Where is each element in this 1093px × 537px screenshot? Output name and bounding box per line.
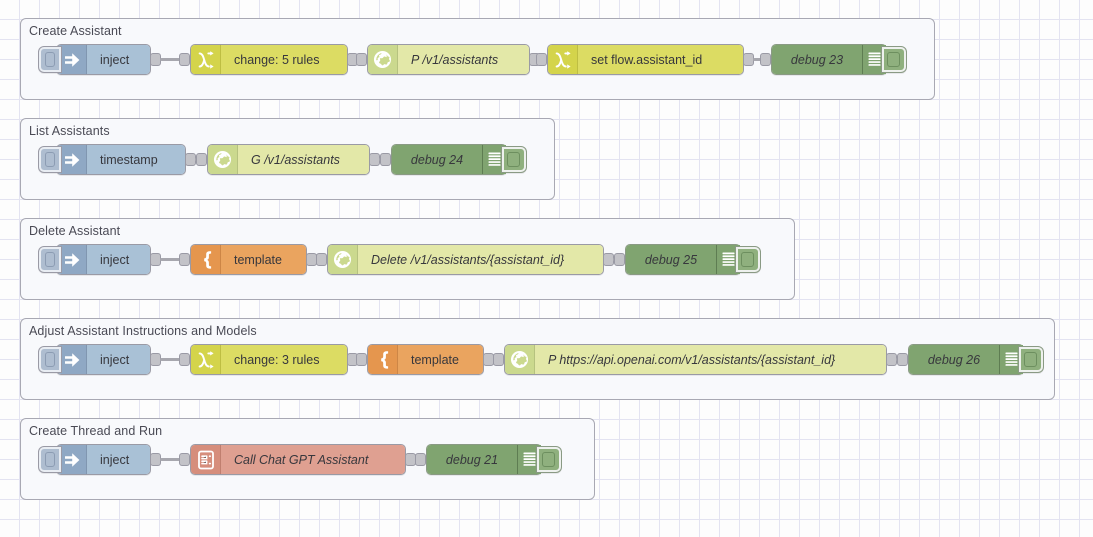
- node-debug[interactable]: debug 26: [908, 344, 1043, 375]
- arrow-right-icon: [57, 45, 87, 74]
- node-debug[interactable]: debug 25: [625, 244, 760, 275]
- node-change[interactable]: set flow.assistant_id: [547, 44, 744, 75]
- node-label: P /v1/assistants: [398, 45, 529, 74]
- node-label: inject: [87, 245, 150, 274]
- node-label: Delete /v1/assistants/{assistant_id}: [358, 245, 603, 274]
- debug-enable-toggle[interactable]: [736, 247, 760, 272]
- flow-wire[interactable]: [160, 258, 181, 261]
- node-http[interactable]: G /v1/assistants: [207, 144, 370, 175]
- node-label: G /v1/assistants: [238, 145, 369, 174]
- brace-icon: [191, 245, 221, 274]
- flow-wire[interactable]: [160, 58, 181, 61]
- debug-enable-toggle[interactable]: [1019, 347, 1043, 372]
- node-label: debug 26: [909, 345, 999, 374]
- node-http[interactable]: P https://api.openai.com/v1/assistants/{…: [504, 344, 887, 375]
- node-template[interactable]: template: [367, 344, 484, 375]
- arrow-right-icon: [57, 145, 87, 174]
- node-inject[interactable]: inject: [39, 444, 151, 475]
- node-label: inject: [87, 45, 150, 74]
- node-chatgpt[interactable]: Call Chat GPT Assistant: [190, 444, 406, 475]
- globe-icon: [368, 45, 398, 74]
- inject-trigger-button[interactable]: [39, 247, 61, 272]
- node-label: debug 25: [626, 245, 716, 274]
- node-input-port[interactable]: [760, 53, 771, 66]
- node-label: debug 21: [427, 445, 517, 474]
- node-input-port[interactable]: [316, 253, 327, 266]
- node-template[interactable]: template: [190, 244, 307, 275]
- node-inject[interactable]: inject: [39, 344, 151, 375]
- inject-trigger-button[interactable]: [39, 47, 61, 72]
- node-input-port[interactable]: [179, 453, 190, 466]
- node-input-port[interactable]: [493, 353, 504, 366]
- node-debug[interactable]: debug 21: [426, 444, 561, 475]
- node-input-port[interactable]: [356, 53, 367, 66]
- chatgpt-node-icon: [191, 445, 221, 474]
- flow-group-label: Adjust Assistant Instructions and Models: [29, 324, 257, 338]
- inject-trigger-button[interactable]: [39, 347, 61, 372]
- node-http[interactable]: P /v1/assistants: [367, 44, 530, 75]
- arrow-right-icon: [57, 245, 87, 274]
- node-label: timestamp: [87, 145, 185, 174]
- shuffle-icon: [548, 45, 578, 74]
- node-label: inject: [87, 445, 150, 474]
- node-inject[interactable]: timestamp: [39, 144, 186, 175]
- node-label: change: 5 rules: [221, 45, 347, 74]
- node-input-port[interactable]: [614, 253, 625, 266]
- flow-wire[interactable]: [160, 358, 181, 361]
- node-inject[interactable]: inject: [39, 244, 151, 275]
- globe-icon: [505, 345, 535, 374]
- node-label: template: [398, 345, 483, 374]
- flow-group-label: Delete Assistant: [29, 224, 121, 238]
- debug-enable-toggle[interactable]: [502, 147, 526, 172]
- flow-wire[interactable]: [160, 458, 181, 461]
- node-label: debug 24: [392, 145, 482, 174]
- shuffle-icon: [191, 45, 221, 74]
- node-input-port[interactable]: [179, 53, 190, 66]
- node-input-port[interactable]: [356, 353, 367, 366]
- node-label: Call Chat GPT Assistant: [221, 445, 405, 474]
- node-label: inject: [87, 345, 150, 374]
- globe-icon: [208, 145, 238, 174]
- node-input-port[interactable]: [415, 453, 426, 466]
- inject-trigger-button[interactable]: [39, 447, 61, 472]
- node-change[interactable]: change: 5 rules: [190, 44, 348, 75]
- arrow-right-icon: [57, 345, 87, 374]
- node-input-port[interactable]: [179, 353, 190, 366]
- node-label: debug 23: [772, 45, 862, 74]
- node-label: template: [221, 245, 306, 274]
- node-label: set flow.assistant_id: [578, 45, 743, 74]
- node-label: P https://api.openai.com/v1/assistants/{…: [535, 345, 886, 374]
- flow-group-label: Create Thread and Run: [29, 424, 163, 438]
- node-http[interactable]: Delete /v1/assistants/{assistant_id}: [327, 244, 604, 275]
- node-label: change: 3 rules: [221, 345, 347, 374]
- node-input-port[interactable]: [196, 153, 207, 166]
- flow-wire[interactable]: [753, 58, 762, 61]
- flow-group-label: List Assistants: [29, 124, 110, 138]
- node-input-port[interactable]: [897, 353, 908, 366]
- debug-enable-toggle[interactable]: [537, 447, 561, 472]
- node-input-port[interactable]: [536, 53, 547, 66]
- node-inject[interactable]: inject: [39, 44, 151, 75]
- node-debug[interactable]: debug 24: [391, 144, 526, 175]
- node-debug[interactable]: debug 23: [771, 44, 906, 75]
- inject-trigger-button[interactable]: [39, 147, 61, 172]
- arrow-right-icon: [57, 445, 87, 474]
- flow-group-label: Create Assistant: [29, 24, 122, 38]
- globe-icon: [328, 245, 358, 274]
- node-input-port[interactable]: [179, 253, 190, 266]
- node-input-port[interactable]: [380, 153, 391, 166]
- node-change[interactable]: change: 3 rules: [190, 344, 348, 375]
- shuffle-icon: [191, 345, 221, 374]
- brace-icon: [368, 345, 398, 374]
- debug-enable-toggle[interactable]: [882, 47, 906, 72]
